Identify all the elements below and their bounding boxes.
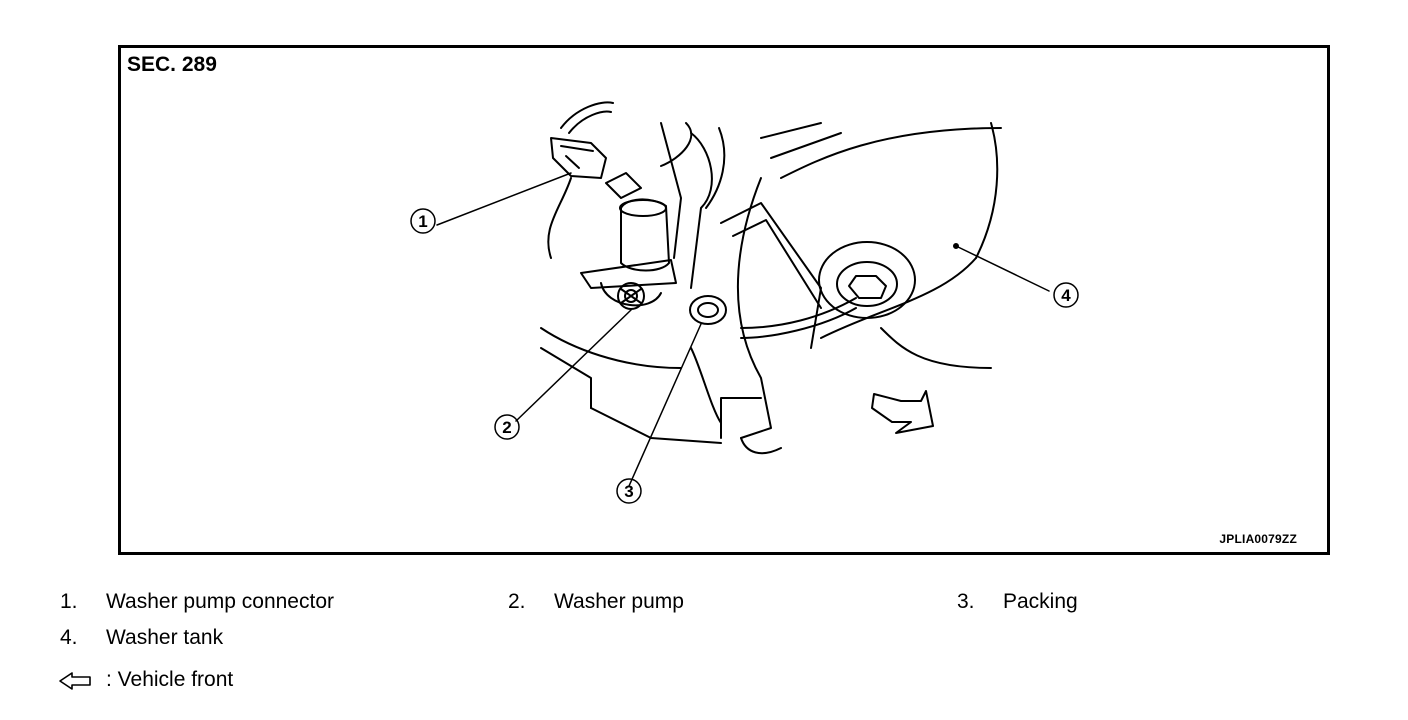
callout-1 — [410, 208, 436, 234]
callout-2 — [494, 414, 520, 440]
vehicle-front-arrow — [871, 390, 934, 434]
washer-pump-illustration — [410, 101, 1079, 504]
legend-number: 3. — [957, 590, 975, 613]
callout-number: 4 — [1061, 286, 1071, 305]
vehicle-front-label: : Vehicle front — [106, 668, 234, 691]
legend-number: 1. — [60, 590, 78, 613]
harness-wire — [560, 101, 614, 129]
legend-label: Washer pump connector — [106, 590, 334, 613]
washer-pump-connector — [550, 137, 607, 179]
legend-label: Washer pump — [554, 590, 684, 613]
callout-number: 1 — [418, 212, 427, 231]
legend-label: Washer tank — [106, 626, 224, 649]
callout-number-layer: 1 2 3 4 — [418, 212, 1071, 501]
figure-id: JPLIA0079ZZ — [1219, 532, 1297, 546]
callout-4 — [1053, 282, 1079, 308]
callout-number: 3 — [624, 482, 633, 501]
legend-label: Packing — [1003, 590, 1078, 613]
callout-3 — [616, 478, 642, 504]
packing — [689, 295, 727, 325]
section-label: SEC. 289 — [127, 53, 217, 76]
callout-number: 2 — [502, 418, 511, 437]
washer-tank-inlet — [818, 241, 916, 319]
diagram-frame: SEC. 289 — [118, 45, 1330, 555]
legend-number: 2. — [508, 590, 526, 613]
arrow-left-outline-icon — [59, 672, 91, 690]
legend-number: 4. — [60, 626, 78, 649]
